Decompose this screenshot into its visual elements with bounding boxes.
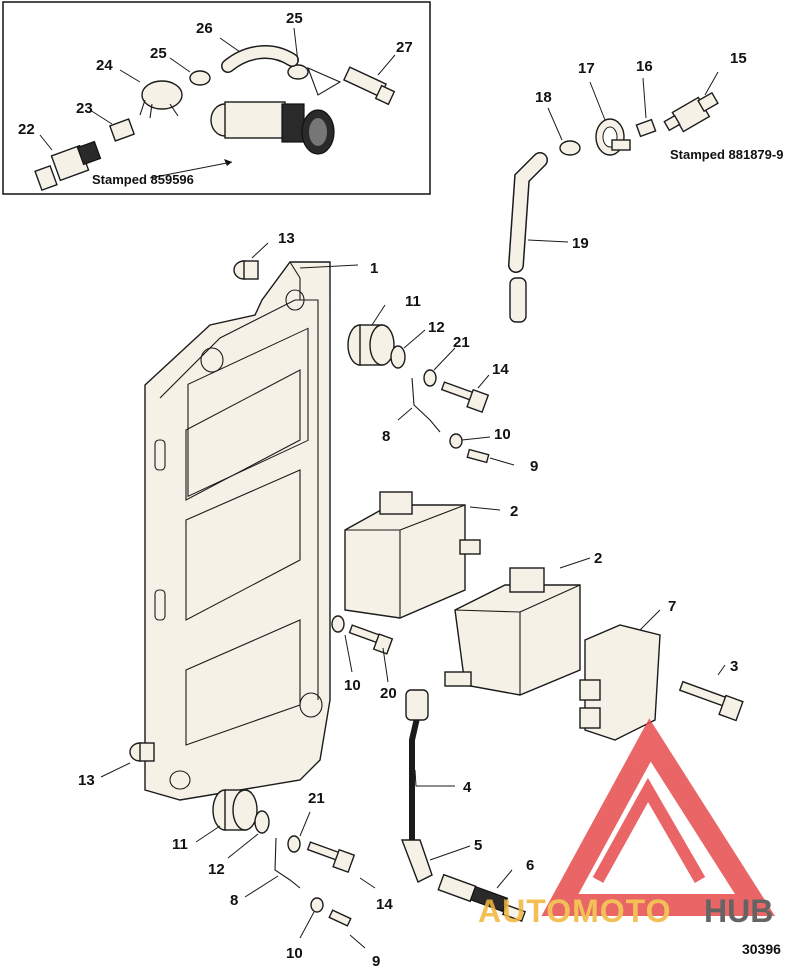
part-9-screw-bottom [328,909,352,927]
part-12-washer-top [390,345,406,369]
callout-23: 23 [76,100,93,117]
part-21-washer-bottom [287,835,301,853]
part-13-grommet-bottom [129,742,155,762]
part-25-clip-left [189,70,211,86]
stamp-label-left: Stamped 859596 [92,172,194,187]
part-24-clamp [139,80,183,119]
connector-arrow-27 [307,66,342,96]
callout-9-top: 9 [530,458,538,475]
callout-8-top: 8 [382,428,390,445]
part-27-fitting [342,66,396,106]
part-11-mount-top [347,324,395,366]
callout-19: 19 [572,235,589,252]
part-10-washer-mid [331,615,345,633]
callout-27: 27 [396,39,413,56]
part-23-nut [108,118,136,142]
callout-14-bottom: 14 [376,896,393,913]
callout-2-lower: 2 [594,550,602,567]
part-17-clamp [595,118,631,156]
figure-number: 30396 [742,941,781,957]
callout-12-bottom: 12 [208,861,225,878]
part-15-sensor [663,91,719,133]
callout-2-upper: 2 [510,503,518,520]
callout-4: 4 [463,779,472,796]
upper-right-parts: 18 17 16 15 19 Stamped 881879-9 [508,50,783,323]
part-4-spark-plug-lead [405,689,429,845]
callout-22: 22 [18,121,35,138]
part-10-washer-bottom [310,897,324,913]
callout-11-top: 11 [405,293,421,310]
inset-panel: 22 23 24 25 26 25 27 Stamped 859596 [2,1,431,195]
part-2-ignition-coil-lower [444,567,581,696]
part-19-hose [508,152,548,323]
callout-21-top: 21 [453,334,470,351]
callout-12-top: 12 [428,319,445,336]
part-21-washer-top [423,369,437,387]
callout-1: 1 [370,260,378,277]
callout-26: 26 [196,20,213,37]
callout-24: 24 [96,57,113,74]
callout-10-mid: 10 [344,677,361,694]
part-6-spark-plug [437,873,527,923]
part-2-ignition-coil-upper [344,491,481,619]
stamp-label-right: Stamped 881879-9 [670,147,783,162]
part-20-bolt [348,624,394,655]
part-14-bolt-bottom [306,841,356,874]
callout-25-left: 25 [150,45,167,62]
pressure-sensor-859596 [210,101,335,155]
part-7-module [579,624,661,741]
part-3-bolt [678,680,744,722]
part-10-washer-top [449,433,463,449]
callout-18: 18 [535,89,552,106]
automotohub-watermark: AUTOMOTO HUB [478,718,776,929]
callout-13-top: 13 [278,230,295,247]
part-16-fitting [635,118,657,138]
part-14-bolt-top [440,381,490,414]
part-25-clip-right [287,64,309,80]
callout-20: 20 [380,685,397,702]
part-12-washer-bottom [254,810,270,834]
callout-11-bottom: 11 [172,836,188,853]
callout-21-bottom: 21 [308,790,325,807]
callout-15: 15 [730,50,747,67]
watermark-word-hub: HUB [704,893,773,929]
callout-7: 7 [668,598,676,615]
part-22-fitting [34,140,102,192]
callout-14-top: 14 [492,361,509,378]
watermark-word-automoto: AUTOMOTO [478,893,671,929]
callout-25-right: 25 [286,10,303,27]
part-11-mount-bottom [212,789,258,831]
part-13-grommet-top [233,260,259,280]
part-8-strap-top [411,377,441,433]
callout-17: 17 [578,60,595,77]
callout-5: 5 [474,837,482,854]
watermark-logo-inner [592,777,706,884]
callout-13-bottom: 13 [78,772,95,789]
callout-9-bottom: 9 [372,953,380,970]
callout-10-bottom: 10 [286,945,303,962]
callout-3: 3 [730,658,738,675]
callout-16: 16 [636,58,653,75]
callout-10-top: 10 [494,426,511,443]
part-1-mounting-plate [144,261,331,801]
callout-6: 6 [526,857,534,874]
part-8-strap-bottom [274,837,301,889]
callout-8-bottom: 8 [230,892,238,909]
watermark-logo-triangle [541,718,776,916]
part-9-screw-top [466,448,490,464]
part-18-clip [559,140,581,156]
part-5-plug-boot [400,839,433,883]
